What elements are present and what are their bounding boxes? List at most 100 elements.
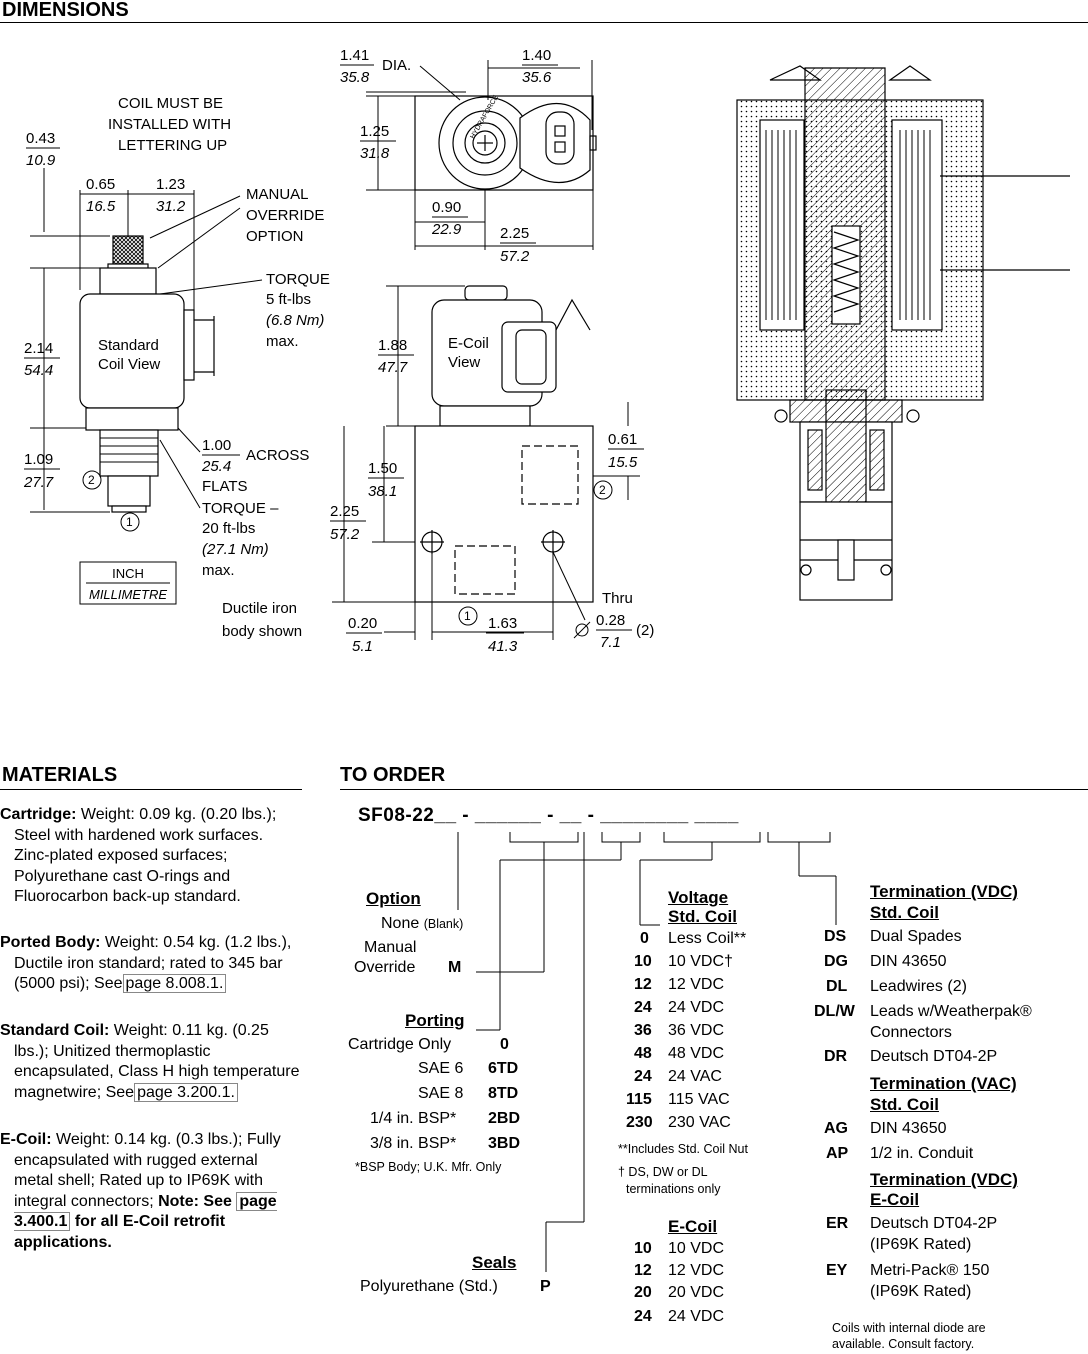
term-ecoil-code-0: ER <box>826 1215 849 1232</box>
voltage-note-2: † DS, DW or DL <box>618 1165 708 1179</box>
dim-225b-mm: 57.2 <box>330 526 360 543</box>
dim-214-in: 2.14 <box>24 340 53 357</box>
dim-141-mm: 35.8 <box>340 69 370 86</box>
voltage-label-5: 48 VDC <box>668 1045 725 1062</box>
term-vdc-heading-2: Std. Coil <box>870 903 939 922</box>
torque-cart-1: TORQUE – <box>202 500 279 517</box>
dim-225a-mm: 57.2 <box>500 248 530 265</box>
ecoil-view-1: E-Coil <box>448 335 489 352</box>
term-ecoil-heading-1: Termination (VDC) <box>870 1170 1018 1189</box>
voltage-heading-2: Std. Coil <box>668 907 737 926</box>
dim-125-in: 1.25 <box>360 123 389 140</box>
voltage-note-3: terminations only <box>626 1182 721 1196</box>
porting-bsp14-code: 2BD <box>488 1110 521 1127</box>
material-cartridge: Cartridge: Weight: 0.09 kg. (0.20 lbs.);… <box>0 805 300 908</box>
dimension-drawings: HYDRAFORCE <box>23 47 1070 655</box>
porting-sae8-label: SAE 8 <box>418 1085 464 1102</box>
torque-coil-3: (6.8 Nm) <box>266 312 324 329</box>
voltage-label-2: 12 VDC <box>668 976 725 993</box>
manual-override-3: OPTION <box>246 228 304 245</box>
ecoil-page-link[interactable]: page 3.400.1 <box>14 1191 277 1232</box>
dim-214-mm: 54.4 <box>24 362 53 379</box>
voltage-code-8: 230 <box>626 1114 653 1131</box>
voltage-code-5: 48 <box>634 1045 652 1062</box>
option-none-note: (Blank) <box>423 917 464 931</box>
ecoil-volt-label-2: 20 VDC <box>668 1284 725 1301</box>
option-manual-code: M <box>448 959 462 976</box>
std-coil-view-2: Coil View <box>98 356 160 373</box>
dim-043-mm: 10.9 <box>26 152 56 169</box>
dim-141-in: 1.41 <box>340 47 369 64</box>
term-vdc-code-4: DR <box>824 1048 848 1065</box>
ecoil-volt-code-1: 12 <box>634 1262 652 1279</box>
torque-coil-2: 5 ft-lbs <box>266 291 311 308</box>
dim-188-mm: 47.7 <box>378 359 408 376</box>
ported-body-label: Ported Body: <box>0 934 101 951</box>
std-coil-view-1: Standard <box>98 337 159 354</box>
term-vdc-label-4: Deutsch DT04-2P <box>870 1048 998 1065</box>
port-2-marker-left <box>82 470 102 490</box>
dim-065-mm: 16.5 <box>86 198 116 215</box>
dim-225a-in: 2.25 <box>500 225 529 242</box>
voltage-label-4: 36 VDC <box>668 1022 725 1039</box>
term-ecoil-code-1: EY <box>826 1262 848 1279</box>
term-vac-heading-2: Std. Coil <box>870 1095 939 1114</box>
voltage-code-4: 36 <box>634 1022 652 1039</box>
voltage-code-2: 12 <box>634 976 652 993</box>
across-flats-2: FLATS <box>202 478 248 495</box>
ecoil-volt-label-0: 10 VDC <box>668 1240 725 1257</box>
manual-override-2: OVERRIDE <box>246 207 324 224</box>
option-none-label: None <box>381 915 420 932</box>
porting-note: *BSP Body; U.K. Mfr. Only <box>355 1160 502 1174</box>
option-manual-label: Manual <box>364 939 417 956</box>
porting-cartridge-label: Cartridge Only <box>348 1036 452 1053</box>
cross-section-view <box>736 65 1070 601</box>
unit-legend-box <box>79 561 177 605</box>
body-note-2: body shown <box>222 623 302 640</box>
body-note-1: Ductile iron <box>222 600 297 617</box>
dim-150-mm: 38.1 <box>368 483 397 500</box>
material-ecoil: E-Coil: Weight: 0.14 kg. (0.3 lbs.); Ful… <box>0 1130 300 1254</box>
top-view-dimension-lines <box>366 60 594 250</box>
voltage-code-3: 24 <box>634 999 652 1016</box>
term-vdc-heading-1: Termination (VDC) <box>870 882 1018 901</box>
voltage-label-7: 115 VAC <box>668 1091 730 1108</box>
ported-body-page-link[interactable]: page 8.008.1. <box>122 974 227 994</box>
port-1-body: 1 <box>464 609 471 623</box>
drawing-notes: COIL MUST BE INSTALLED WITH LETTERING UP… <box>108 95 330 579</box>
torque-cart-2: 20 ft-lbs <box>202 520 255 537</box>
port-1-marker-body <box>458 606 478 626</box>
term-vdc-code-1: DG <box>824 953 848 970</box>
ecoil-note-end: for all E-Coil retrofit applications. <box>14 1213 226 1251</box>
voltage-code-6: 24 <box>634 1068 652 1085</box>
term-ecoil-label-1b: (IP69K Rated) <box>870 1283 972 1300</box>
dim-020-in: 0.20 <box>348 615 377 632</box>
port-2-body: 2 <box>599 483 606 497</box>
dim-188-in: 1.88 <box>378 337 407 354</box>
dim-090-mm: 22.9 <box>431 221 462 238</box>
body-dimension-lines <box>332 285 640 640</box>
seals-label: Polyurethane (Std.) <box>360 1278 498 1295</box>
dim-109-mm: 27.7 <box>23 474 54 491</box>
coil-note-2: INSTALLED WITH <box>108 116 231 133</box>
dim-150-in: 1.50 <box>368 460 397 477</box>
std-coil-label: Standard Coil: <box>0 1022 110 1039</box>
voltage-note-1: **Includes Std. Coil Nut <box>618 1142 748 1156</box>
dim-028-in: 0.28 <box>596 612 625 629</box>
voltage-label-8: 230 VAC <box>668 1114 731 1131</box>
term-vac-label-1: 1/2 in. Conduit <box>870 1145 974 1162</box>
seals-code: P <box>540 1278 551 1295</box>
voltage-label-0: Less Coil** <box>668 930 747 947</box>
dimensions-rule <box>0 22 1088 23</box>
voltage-heading-1: Voltage <box>668 888 729 907</box>
dim-061-mm: 15.5 <box>608 454 638 471</box>
std-coil-page-link[interactable]: page 3.200.1. <box>134 1082 238 1102</box>
voltage-code-1: 10 <box>634 953 652 970</box>
dim-061-in: 0.61 <box>608 431 637 448</box>
port-labels: 2 1 2 1 <box>88 473 606 623</box>
ecoil-note: Note: See <box>158 1192 232 1210</box>
hole-count: (2) <box>636 622 654 639</box>
term-vac-heading-1: Termination (VAC) <box>870 1074 1017 1093</box>
term-vdc-label-2: Leadwires (2) <box>870 978 967 995</box>
across-flats-1: ACROSS <box>246 447 309 464</box>
